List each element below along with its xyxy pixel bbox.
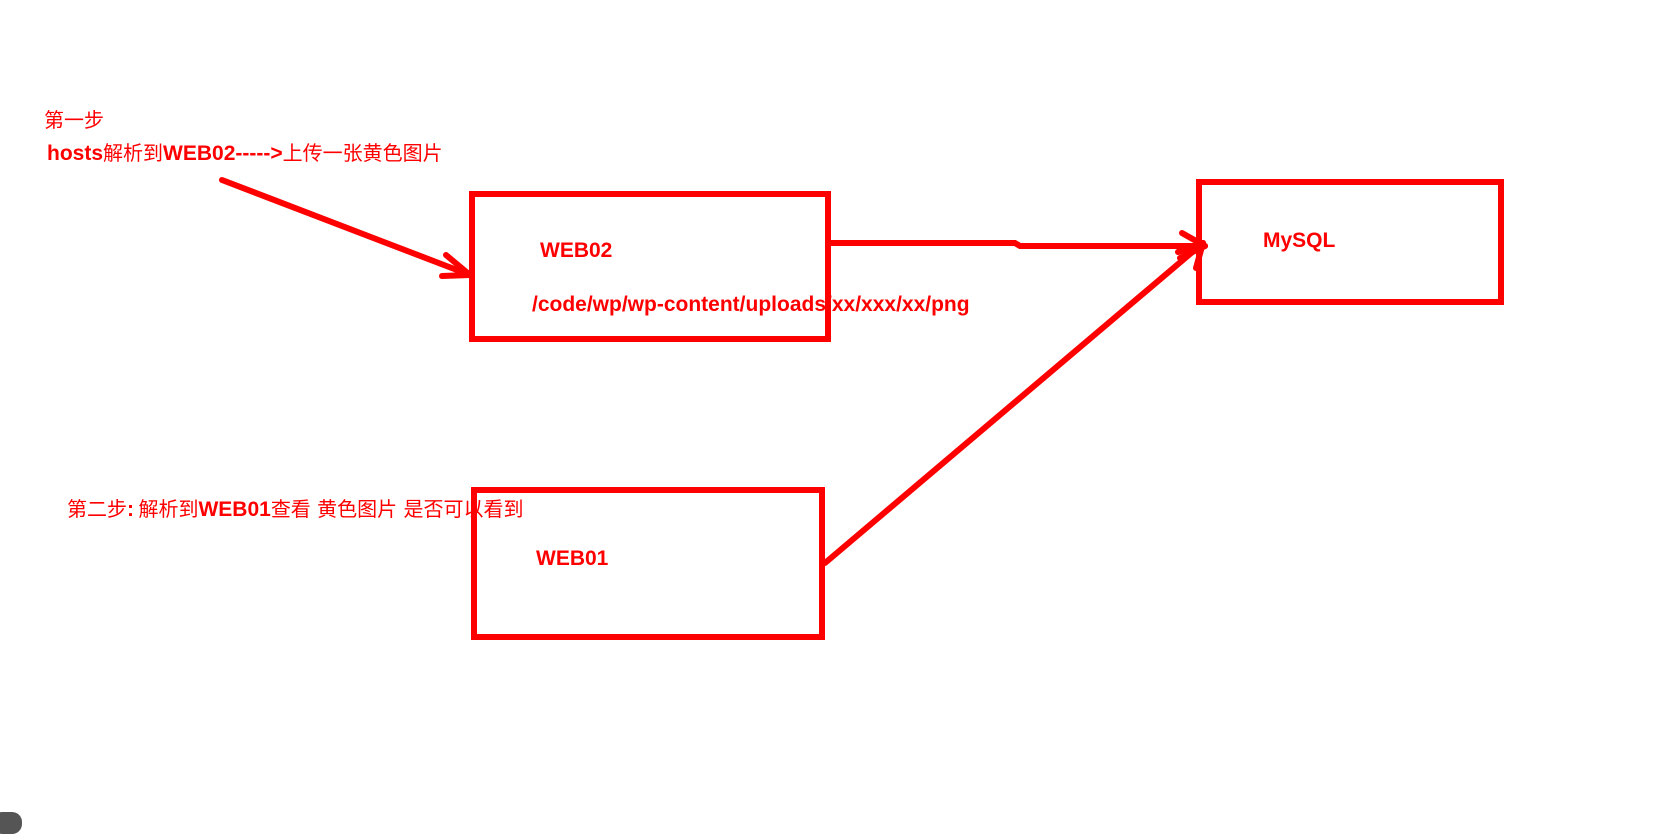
- step1-description: hosts解析到WEB02----->上传一张黄色图片: [47, 143, 443, 164]
- step2-server: WEB01: [198, 498, 271, 521]
- step1-hosts: hosts: [47, 142, 104, 165]
- step2-cn-check: 查看 黄色图片 是否可以看到: [270, 497, 524, 521]
- step1-cn-resolve: 解析到: [103, 141, 164, 165]
- arrow-web01-to-mysql: [822, 240, 1206, 566]
- web02-upload-path: /code/wp/wp-content/uploads/xx/xxx/xx/pn…: [532, 293, 970, 316]
- step1-server: WEB02----->: [163, 142, 283, 165]
- web02-label: WEB02: [540, 239, 613, 262]
- arrow-web02-to-mysql: [828, 230, 1208, 261]
- web01-box: [471, 487, 825, 640]
- step2-title: 第二步: [67, 497, 127, 521]
- step1-title: 第一步: [44, 108, 104, 132]
- step1-cn-upload: 上传一张黄色图片: [282, 141, 443, 165]
- step2-colon: :: [127, 498, 134, 521]
- mysql-box: [1196, 179, 1504, 305]
- mysql-label: MySQL: [1263, 229, 1336, 252]
- web01-label: WEB01: [536, 547, 609, 570]
- web02-box: [469, 191, 831, 342]
- step2-description: 第二步: 解析到WEB01查看 黄色图片 是否可以看到: [67, 499, 524, 520]
- arrow-step1-to-web02: [219, 177, 473, 279]
- corner-badge: [0, 812, 22, 834]
- step2-cn-resolve: 解析到: [138, 497, 199, 521]
